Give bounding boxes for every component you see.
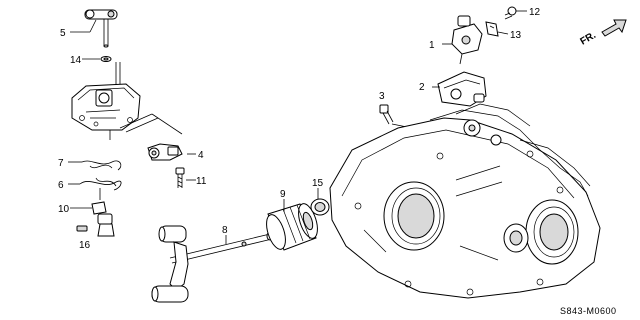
part-9-shift-sleeve	[266, 203, 318, 251]
callout-2: 2	[419, 82, 425, 93]
callout-9: 9	[280, 189, 286, 200]
part-2-bracket	[437, 71, 487, 107]
part-5-shift-arm	[84, 9, 118, 48]
front-direction-arrow: FR.	[578, 19, 627, 48]
part-14-washer	[100, 56, 112, 62]
callout-13: 13	[510, 30, 522, 41]
callout-1: 1	[429, 40, 435, 51]
callout-16: 16	[79, 240, 91, 251]
callout-4: 4	[198, 150, 204, 161]
callout-labels: 1 2 3 4 5 6 7 8 9 10 11 12 13 14 15 16	[58, 7, 541, 251]
part-3-bolt	[379, 104, 413, 129]
part-4-sensor	[147, 143, 183, 161]
diagram-code: S843-M0600	[560, 306, 617, 316]
part-6-return-spring	[79, 177, 122, 200]
part-8-shift-rod	[151, 225, 274, 303]
part-1-switch	[451, 15, 483, 65]
leader-lines	[68, 10, 527, 244]
assembly-bracket-lines	[119, 113, 183, 135]
callout-7: 7	[58, 158, 64, 169]
part-13-clip	[485, 21, 499, 37]
callout-3: 3	[379, 91, 385, 102]
part-10-interlock	[91, 201, 115, 237]
callout-12: 12	[529, 7, 541, 18]
callout-8: 8	[222, 225, 228, 236]
callout-11: 11	[196, 176, 207, 187]
part-15-seal	[310, 198, 330, 216]
transmission-case	[329, 103, 601, 299]
part-11-bolt	[175, 167, 185, 188]
callout-5: 5	[60, 28, 66, 39]
callout-15: 15	[312, 178, 324, 189]
callout-6: 6	[58, 180, 64, 191]
direction-label: FR.	[578, 30, 598, 48]
part-16-pin	[76, 225, 88, 232]
shift-lever-housing	[71, 62, 141, 140]
callout-14: 14	[70, 55, 82, 66]
part-12-bolt	[504, 6, 517, 20]
part-7-spring	[81, 160, 122, 171]
callout-10: 10	[58, 204, 70, 215]
